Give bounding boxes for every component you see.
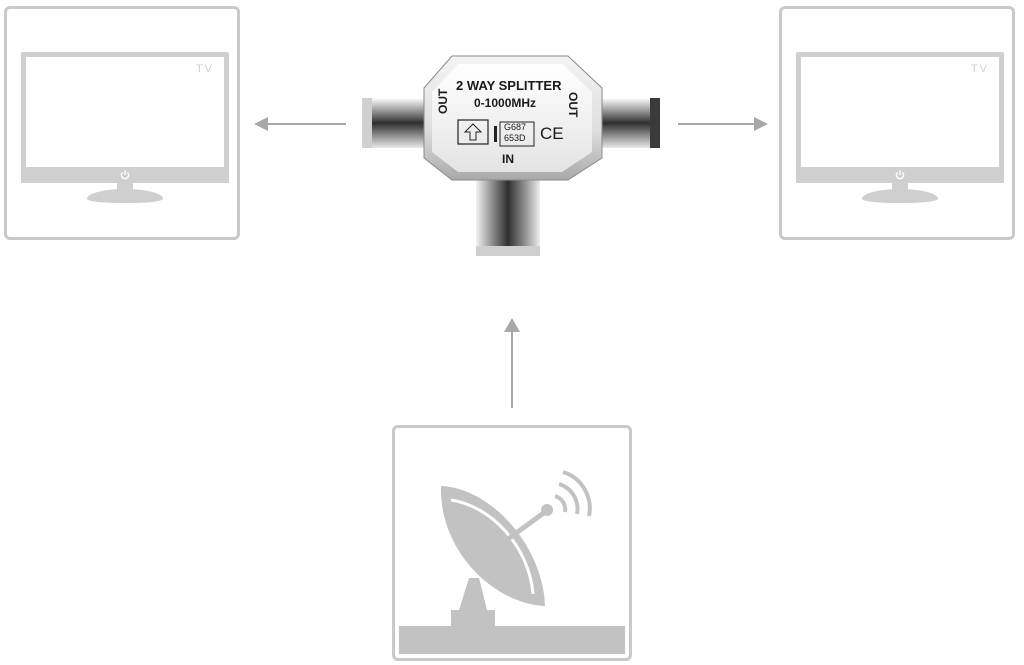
bottom-connector (476, 170, 540, 256)
tv-screen: TV (796, 52, 1004, 177)
tv-left-card: TV (4, 6, 240, 240)
tv-label: TV (195, 63, 214, 75)
ce-mark: CE (540, 124, 564, 143)
tv-stand-neck (117, 183, 133, 191)
satellite-dish-card (392, 425, 632, 661)
cert-code-1: G687 (504, 122, 527, 132)
left-connector (362, 98, 430, 148)
splitter-title: 2 WAY SPLITTER (456, 78, 562, 93)
tv-label: TV (970, 63, 989, 75)
tv-right-card: TV (779, 6, 1015, 240)
satellite-dish-icon (399, 470, 625, 654)
arrow-up-icon (504, 318, 520, 408)
splitter-device: 2 WAY SPLITTER 0-1000MHz OUT OUT IN G687… (340, 40, 680, 270)
power-icon (895, 170, 905, 180)
arrow-right-icon (678, 117, 768, 131)
tv-stand-neck (892, 183, 908, 191)
splitter-body (362, 55, 660, 256)
ground (399, 626, 625, 654)
tv-stand-base (862, 189, 938, 203)
arrow-left-icon (254, 117, 346, 131)
power-icon (120, 170, 130, 180)
tv-screen: TV (21, 52, 229, 177)
out-left-label: OUT (436, 88, 450, 114)
cert-code-2: 653D (504, 133, 526, 143)
splitter-frequency: 0-1000MHz (474, 96, 537, 110)
tv-stand-base (87, 189, 163, 203)
in-label: IN (502, 152, 514, 166)
out-right-label: OUT (566, 92, 580, 118)
